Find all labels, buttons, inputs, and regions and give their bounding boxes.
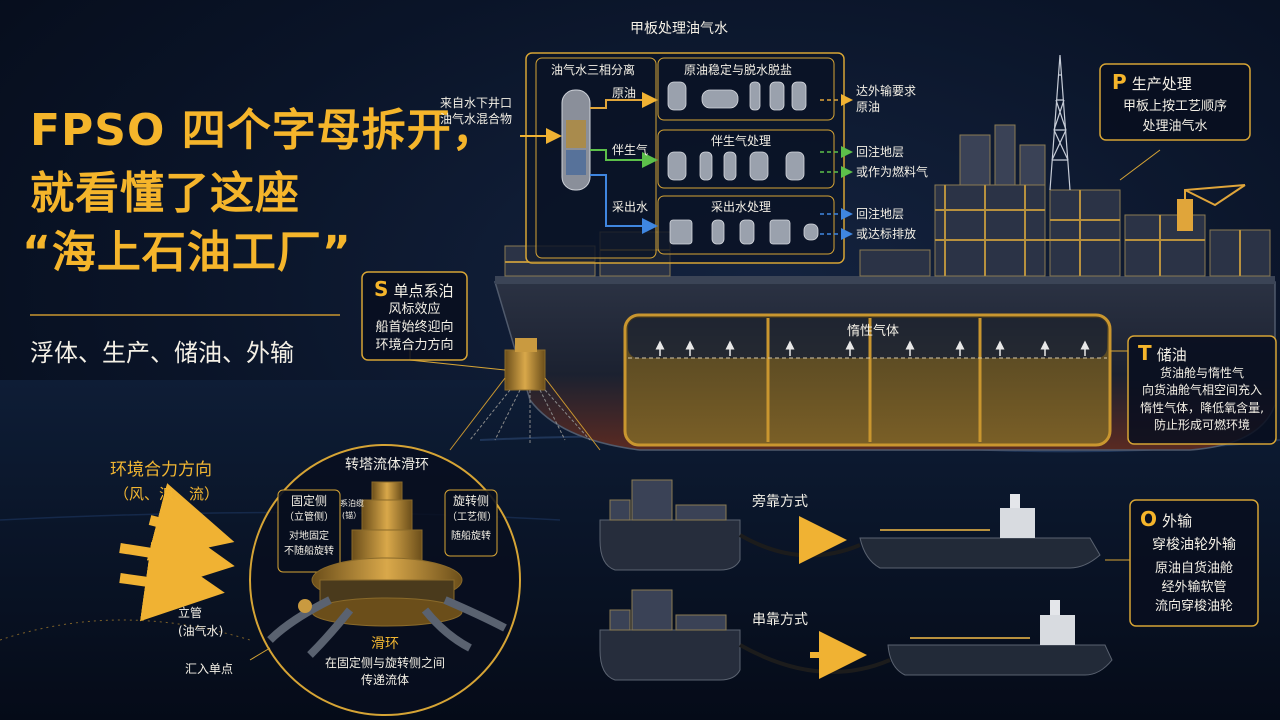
letter-o-subhead: 穿梭油轮外输	[1152, 537, 1236, 553]
letter-s-line-2: 船首始终迎向	[375, 320, 454, 336]
letter-t-head: 储油	[1156, 346, 1187, 364]
letter-o-box	[1129, 499, 1259, 627]
fixed-side-head: 固定侧	[290, 494, 327, 508]
letter-o-body: 原油自货油舱 经外输软管 流向穿梭油轮	[1132, 560, 1256, 617]
letter-s: S	[374, 277, 389, 301]
fixed-side-line-1: 对地固定	[289, 531, 329, 542]
gas-result-2: 或作为燃料气	[856, 165, 929, 179]
mooring-turret	[449, 338, 601, 451]
slip-ring-line-2: 传递流体	[360, 673, 409, 687]
letter-s-body: 风标效应 船首始终迎向 环境合力方向	[364, 301, 465, 356]
rotating-side-sub: （工艺侧）	[447, 512, 497, 523]
inlet-line-1: 来自水下井口	[440, 96, 513, 110]
letter-t-line-2: 向货油舱气相空间充入	[1141, 383, 1262, 398]
letter-s-box	[361, 271, 468, 361]
deck-process-panel	[520, 52, 853, 264]
inert-gas-arrows	[655, 340, 1090, 356]
mooring-line-label-1: 系泊缆	[340, 499, 364, 508]
title-line-2: 就看懂了这座	[30, 168, 300, 219]
letter-p-line-2: 处理油气水	[1142, 119, 1208, 135]
inert-gas-label: 惰性气体	[847, 324, 900, 339]
outlet-water-label: 采出水	[612, 200, 649, 214]
rotating-side-head: 旋转侧	[452, 494, 489, 508]
separator-title: 油气水三相分离	[551, 63, 636, 77]
environment-force-arrows	[0, 483, 251, 641]
inlet-line-2: 油气水混合物	[440, 112, 513, 126]
gas-box-title: 伴生气处理	[711, 134, 772, 148]
turret-title: 转塔流体滑环	[345, 457, 429, 473]
letter-t-body: 货油舱与惰性气 向货油舱气相空间充入 惰性气体，降低氧含量, 防止形成可燃环境	[1130, 365, 1274, 435]
letter-s-line-3: 环境合力方向	[375, 338, 454, 354]
letter-s-line-1: 风标效应	[388, 302, 441, 317]
crane	[1177, 184, 1246, 231]
gas-result-1: 回注地层	[856, 145, 905, 159]
letter-t-heading: T 储油	[1138, 341, 1187, 366]
deck-process-heading: 甲板处理油气水	[630, 21, 728, 37]
letter-s-heading: S 单点系泊	[374, 277, 454, 302]
tandem-label: 串靠方式	[752, 612, 808, 628]
letter-s-head: 单点系泊	[393, 282, 454, 300]
oil-box-title: 原油稳定与脱水脱盐	[684, 63, 793, 77]
letter-p-head: 生产处理	[1131, 75, 1192, 93]
letter-t-box	[1127, 335, 1277, 445]
letter-o-heading: O 外输	[1140, 507, 1192, 532]
side-by-side-label: 旁靠方式	[752, 494, 808, 510]
letter-o-head: 外输	[1162, 512, 1193, 530]
riser-label-line-2: (油气水)	[178, 624, 224, 638]
letter-p-heading: P 生产处理	[1112, 70, 1192, 95]
title-line-1: FPSO 四个字母拆开，	[30, 105, 497, 156]
outlet-oil-label: 原油	[612, 86, 637, 100]
letter-o-line-2: 经外输软管	[1161, 579, 1227, 595]
letter-t-line-4: 防止形成可燃环境	[1153, 418, 1250, 433]
water-result-2: 或达标排放	[856, 227, 917, 241]
riser-label-line-1: 立管	[178, 606, 203, 620]
turret-swivel-detail	[249, 444, 521, 716]
offloading-side-by-side	[599, 479, 1101, 571]
fixed-side-sub: （立管侧）	[284, 512, 334, 523]
merge-label: 汇入单点	[185, 662, 234, 676]
letter-o: O	[1140, 507, 1158, 531]
water-result-1: 回注地层	[856, 207, 905, 221]
letter-p-body: 甲板上按工艺顺序 处理油气水	[1108, 97, 1242, 137]
oil-result-line-2: 原油	[856, 100, 881, 114]
letter-t-line-1: 货油舱与惰性气	[1159, 366, 1244, 380]
letter-p-line-1: 甲板上按工艺顺序	[1122, 99, 1227, 114]
offloading-tandem	[599, 589, 1113, 681]
environment-label-line-1: 环境合力方向	[110, 460, 212, 480]
letter-t: T	[1138, 341, 1152, 365]
letter-p-box	[1099, 63, 1251, 141]
rotating-side-line: 随船旋转	[451, 531, 491, 542]
letter-t-line-3: 惰性气体，降低氧含量,	[1140, 400, 1264, 415]
flare-tower	[1049, 54, 1071, 191]
fixed-side-line-2: 不随船旋转	[284, 546, 334, 557]
letter-o-line-3: 流向穿梭油轮	[1154, 598, 1233, 614]
outlet-gas-label: 伴生气	[612, 143, 649, 157]
oil-result-line-1: 达外输要求	[856, 84, 917, 98]
cargo-tanks	[623, 313, 1112, 447]
slip-ring-title: 滑环	[371, 636, 399, 652]
mooring-line-label-2: (锚）	[342, 511, 362, 520]
title-line-3: “海上石油工厂”	[22, 227, 352, 278]
letter-o-line-1: 原油自货油舱	[1154, 561, 1233, 576]
letter-p: P	[1112, 70, 1127, 94]
subtitle: 浮体、生产、储油、外输	[30, 339, 294, 367]
slip-ring-line-1: 在固定侧与旋转侧之间	[324, 656, 445, 670]
water-box-title: 采出水处理	[711, 200, 772, 214]
environment-label-line-2: （风、浪、流）	[114, 485, 220, 503]
